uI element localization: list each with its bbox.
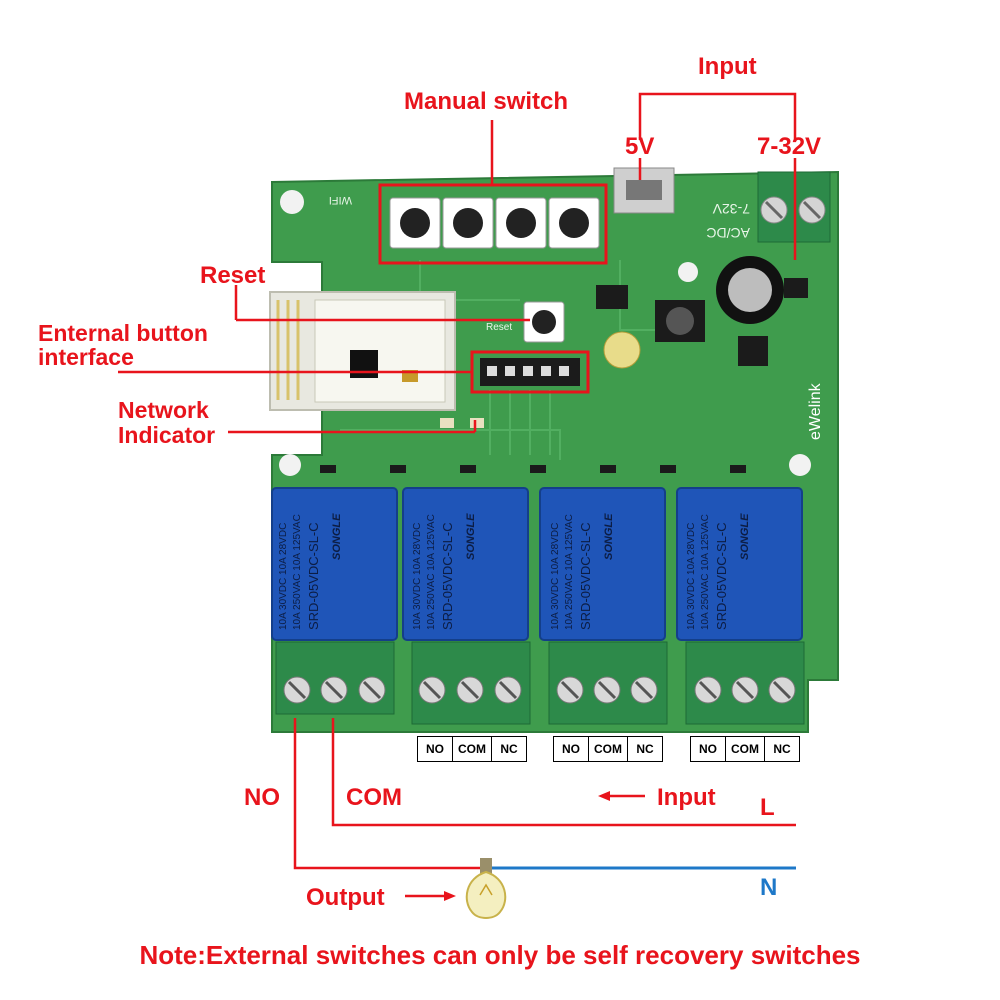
relay-3-rating-b: 10A 30VDC 10A 28VDC — [550, 523, 561, 630]
relays: SRD-05VDC-SL-C 10A 250VAC 10A 125VAC 10A… — [271, 487, 803, 641]
relay-1-brand: SONGLE — [331, 513, 343, 560]
relay-3: SRD-05VDC-SL-C 10A 250VAC 10A 125VAC 10A… — [539, 487, 666, 641]
network-indicator-label-line2: Indicator — [118, 422, 216, 448]
relay-1-rating-a: 10A 250VAC 10A 125VAC — [292, 514, 303, 630]
output-arrowhead — [444, 891, 456, 901]
no-wire-label: NO — [244, 784, 280, 811]
terminal-block-3 — [548, 641, 668, 725]
terminal-no-label: NO — [418, 737, 453, 761]
voltage-silk: 7-32V — [712, 201, 750, 217]
terminal-block-2 — [411, 641, 531, 725]
relay-4-brand: SONGLE — [739, 513, 751, 560]
relay-4: SRD-05VDC-SL-C 10A 250VAC 10A 125VAC 10A… — [676, 487, 803, 641]
terminal-labels-4: NO COM NC — [690, 736, 800, 762]
acdc-silk: AC/DC — [706, 225, 750, 241]
terminal-nc-label: NC — [500, 742, 518, 756]
terminal-no-label: NO — [691, 737, 726, 761]
terminal-block-1 — [275, 641, 395, 715]
callout-lines — [118, 92, 797, 898]
wifi-silk: WIFI — [329, 194, 352, 206]
header-pins — [480, 358, 580, 386]
reset-button-component — [523, 301, 565, 343]
7-32v-label: 7-32V — [757, 133, 822, 160]
terminal-com-label: COM — [726, 737, 765, 761]
reset-label: Reset — [200, 262, 266, 289]
input-arrowhead — [598, 791, 610, 801]
external-button-label-line2: interface — [38, 344, 134, 370]
terminal-nc-label: NC — [636, 742, 654, 756]
relay-2-model: SRD-05VDC-SL-C — [440, 522, 455, 630]
wifi-module — [269, 291, 456, 411]
terminal-no-label: NO — [554, 737, 589, 761]
relay-3-brand: SONGLE — [603, 513, 615, 560]
manual-switch-buttons — [389, 197, 600, 249]
relay-4-model: SRD-05VDC-SL-C — [714, 522, 729, 630]
terminal-com-label: COM — [589, 737, 628, 761]
relay-1-rating-b: 10A 30VDC 10A 28VDC — [278, 523, 289, 630]
input-bottom-label: Input — [657, 784, 716, 811]
terminal-nc-label: NC — [773, 742, 791, 756]
live-label: L — [760, 794, 775, 821]
neutral-label: N — [760, 874, 778, 901]
relay-2-rating-b: 10A 30VDC 10A 28VDC — [412, 523, 423, 630]
relay-1-model: SRD-05VDC-SL-C — [306, 522, 321, 630]
network-indicator-label-line1: Network — [118, 397, 209, 423]
brand-silk: eWelink — [807, 382, 824, 440]
note-text: Note:External switches can only be self … — [139, 940, 861, 970]
terminal-com-label: COM — [453, 737, 492, 761]
relay-1: SRD-05VDC-SL-C 10A 250VAC 10A 125VAC 10A… — [271, 487, 398, 641]
relay-2-rating-a: 10A 250VAC 10A 125VAC — [426, 514, 437, 630]
output-label: Output — [306, 884, 385, 911]
com-wire-label: COM — [346, 784, 402, 811]
relay-2-brand: SONGLE — [465, 513, 477, 560]
relay-3-rating-a: 10A 250VAC 10A 125VAC — [564, 514, 575, 630]
reset-silk: Reset — [486, 322, 512, 333]
output-terminals — [275, 641, 805, 725]
manual-switch-label: Manual switch — [404, 88, 569, 115]
terminal-block-4 — [685, 641, 805, 725]
power-components — [596, 167, 808, 369]
relay-4-rating-a: 10A 250VAC 10A 125VAC — [700, 514, 711, 630]
terminal-labels-3: NO COM NC — [553, 736, 663, 762]
relay-3-model: SRD-05VDC-SL-C — [578, 522, 593, 630]
5v-label: 5V — [625, 133, 655, 160]
terminal-labels-2: NO COM NC — [417, 736, 527, 762]
light-bulb-icon — [465, 858, 507, 919]
smd-parts — [320, 418, 746, 473]
relay-4-rating-b: 10A 30VDC 10A 28VDC — [686, 523, 697, 630]
external-button-label-line1: Enternal button — [38, 320, 208, 346]
input-top-label: Input — [698, 53, 757, 80]
relay-2: SRD-05VDC-SL-C 10A 250VAC 10A 125VAC 10A… — [402, 487, 529, 641]
